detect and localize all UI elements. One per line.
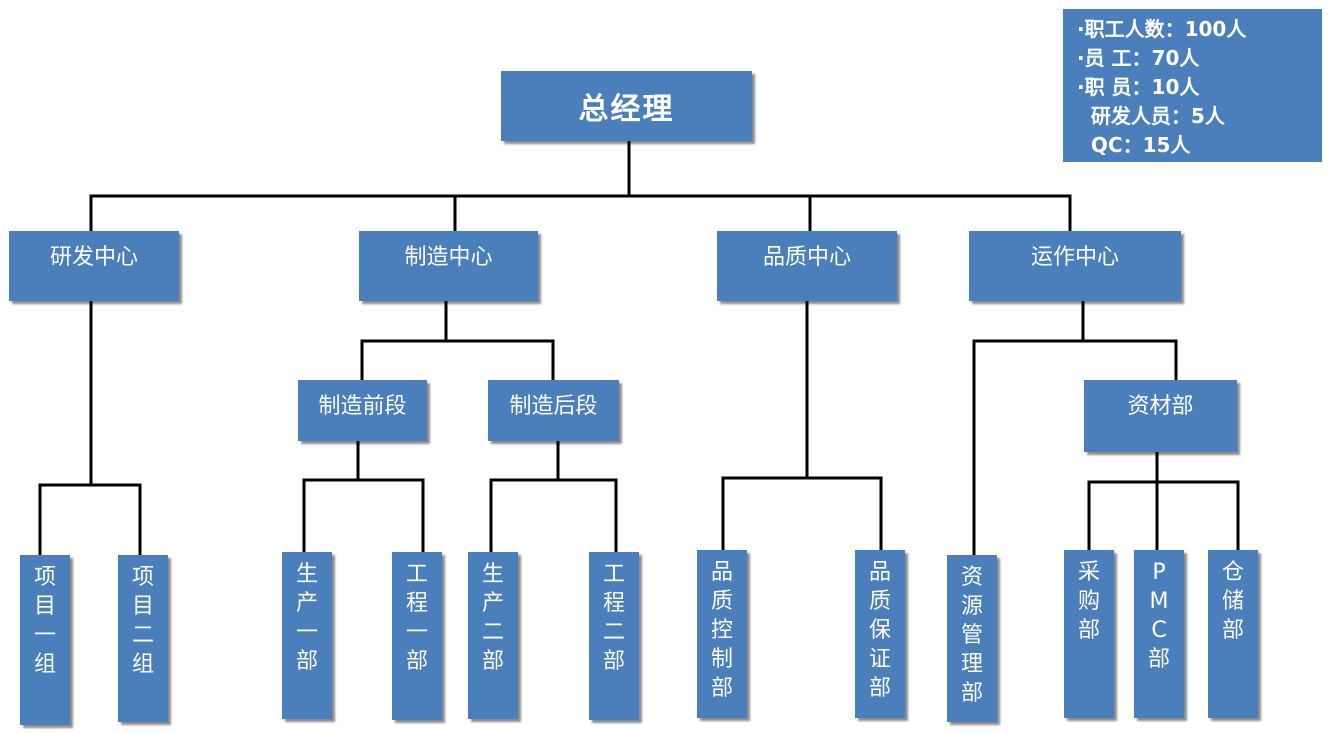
org-node-label: 工程二部	[603, 562, 626, 674]
stat-total-staff: ·职工人数：100人	[1077, 17, 1247, 41]
org-node-label: 品质控制部	[711, 560, 734, 701]
org-node-production-2: 生产二部	[468, 552, 518, 719]
stat-qc-staff: QC：15人	[1077, 133, 1191, 157]
org-node-ceo: 总经理	[501, 71, 752, 141]
org-node-label: 制造中心	[404, 245, 493, 270]
org-node-rd-center: 研发中心	[9, 231, 179, 301]
stat-workers: ·员 工：70人	[1077, 46, 1200, 70]
org-node-production-1: 生产一部	[282, 552, 332, 719]
org-node-label: 总经理	[578, 92, 675, 127]
org-node-label: 研发中心	[49, 245, 138, 270]
org-node-label: 生产一部	[296, 562, 319, 674]
org-node-warehouse: 仓储部	[1208, 550, 1258, 718]
org-node-label: 运作中心	[1030, 245, 1119, 270]
org-node-project-1: 项目一组	[20, 555, 70, 725]
stat-rd-staff: 研发人员：5人	[1077, 104, 1225, 128]
stat-clerical: ·职 员：10人	[1077, 75, 1200, 99]
org-node-label: 项目二组	[132, 565, 155, 677]
org-node-mfg-center: 制造中心	[359, 231, 538, 301]
org-node-label: 资材部	[1127, 394, 1194, 419]
org-node-quality-control: 品质控制部	[697, 550, 747, 718]
org-node-materials: 资材部	[1084, 380, 1237, 452]
org-node-label: 制造后段	[509, 394, 598, 419]
org-node-engineering-1: 工程一部	[392, 552, 442, 720]
org-node-label: 制造前段	[318, 394, 407, 419]
staff-summary-panel: ·职工人数：100人 ·员 工：70人 ·职 员：10人 研发人员：5人 QC：…	[1063, 9, 1322, 162]
org-node-label: 仓储部	[1222, 560, 1245, 643]
org-node-label: PMC部	[1148, 560, 1171, 672]
org-node-quality-assurance: 品质保证部	[855, 550, 905, 718]
org-node-engineering-2: 工程二部	[589, 552, 639, 720]
org-node-project-2: 项目二组	[118, 555, 168, 722]
org-node-label: 工程一部	[406, 562, 429, 674]
org-node-label: 品质保证部	[869, 560, 892, 701]
org-node-ops-center: 运作中心	[969, 231, 1181, 301]
org-node-purchasing: 采购部	[1064, 550, 1114, 718]
org-node-label: 采购部	[1078, 560, 1101, 643]
org-node-mfg-back: 制造后段	[488, 380, 619, 441]
org-node-label: 品质中心	[762, 245, 851, 270]
org-node-mfg-front: 制造前段	[298, 380, 427, 441]
org-node-label: 资源管理部	[961, 565, 984, 706]
org-node-label: 生产二部	[482, 562, 505, 674]
org-node-pmc: PMC部	[1134, 550, 1184, 718]
org-node-resource-mgmt: 资源管理部	[947, 555, 997, 722]
org-node-label: 项目一组	[34, 565, 57, 677]
org-node-qa-center: 品质中心	[717, 231, 897, 301]
